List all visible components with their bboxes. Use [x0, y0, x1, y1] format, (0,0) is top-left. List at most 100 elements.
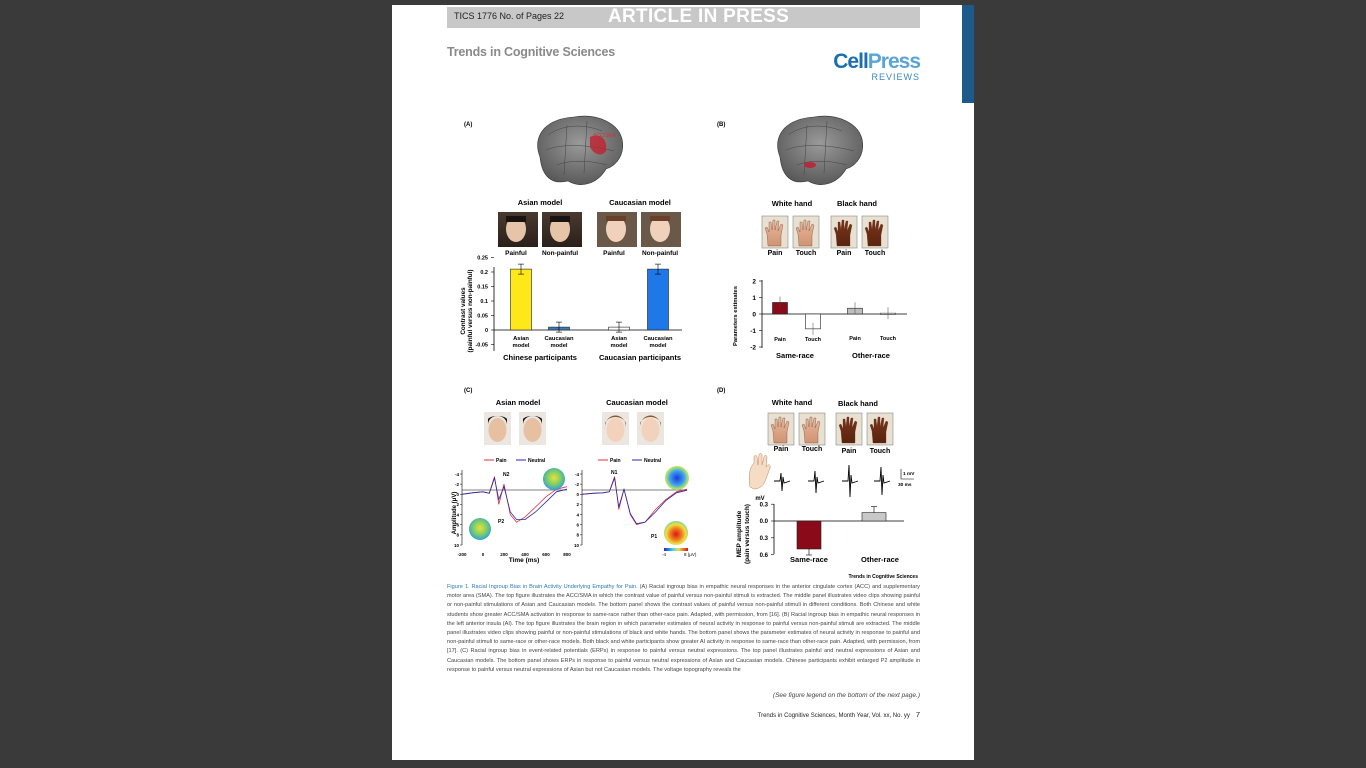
b-hand-hand: [833, 219, 853, 247]
c-erp-line-neutral: [461, 476, 568, 520]
a-xl-cauc-2: Caucasian: [644, 336, 673, 342]
chart-a-tick-label: 0.05: [477, 314, 488, 320]
chart-b-bars: [772, 296, 896, 335]
d-ylabel-2: (pain versus touch): [744, 504, 751, 564]
d-hand-hand: [801, 416, 821, 444]
caption-body: (A) Racial ingroup bias in empathic neur…: [447, 584, 920, 673]
c-xtick-label: 200: [500, 552, 508, 557]
figure-credit: Trends in Cognitive Sciences: [849, 574, 919, 580]
d-unit: mV: [755, 496, 764, 502]
figure-caption: Figure 1. Racial Ingroup Bias in Brain A…: [447, 583, 920, 675]
chart-a-tick-label: 0: [485, 328, 488, 334]
chart-d-tick-label: 0.3: [760, 502, 769, 508]
c-topomap-3: [665, 466, 689, 490]
logo-cell: Cell: [833, 50, 869, 73]
d-mep-traces: [774, 464, 914, 498]
c-ylabel: Amplitude (μV): [452, 492, 458, 535]
c-ytick-label: 10: [574, 543, 580, 548]
journal-title: Trends in Cognitive Sciences: [447, 45, 616, 59]
c-ytick-label: 10: [454, 543, 460, 548]
panel-a: (A) ACC/SMA Asian model Caucasian model …: [460, 115, 682, 362]
c-ytick-label: 8: [456, 533, 459, 538]
c-caucasian-model-title: Caucasian model: [606, 398, 668, 407]
chart-a-ticks: 0.250.20.150.10.050-0.05: [475, 256, 494, 349]
chart-d-ticks: 0.3 0.0 0.3 0.6: [760, 502, 774, 559]
chart-d-bar: [796, 520, 822, 550]
b-pain-2: Pain: [837, 250, 852, 257]
c-ytick-label: -2: [455, 482, 459, 487]
b-pain-1: Pain: [768, 250, 783, 257]
d-ylabel-1: MEP amplitude: [736, 510, 743, 557]
a-painful-1: Painful: [505, 250, 527, 257]
c-xtick-label: 800: [563, 552, 571, 557]
d-mep-trace-2: [808, 470, 825, 494]
chart-d-tick-label: 0.6: [760, 553, 769, 559]
c-ytick-label: 8: [576, 533, 579, 538]
c-legend-left: Pain Neutral: [484, 458, 546, 464]
article-page: TICS 1776 No. of Pages 22 ARTICLE IN PRE…: [392, 5, 974, 760]
b-xl-pain-1: Pain: [774, 337, 786, 343]
c-legend-neutral-2: Neutral: [644, 458, 662, 464]
chart-a-bar: [510, 268, 532, 331]
b-hand-hand: [764, 219, 784, 247]
figure-1: (A) ACC/SMA Asian model Caucasian model …: [452, 115, 918, 580]
c-xlabel: Time (ms): [509, 557, 540, 564]
c-face-photos: [484, 412, 664, 445]
c-colorbar-min: -4: [662, 552, 666, 557]
c-ytick-label: 4: [456, 512, 459, 517]
c-colorbar: [664, 548, 688, 551]
c-ytick-label: 2: [456, 502, 459, 507]
b-touch-2: Touch: [865, 250, 885, 257]
a-group-caucasian: Caucasian participants: [599, 353, 681, 362]
c-legend-neutral-1: Neutral: [528, 458, 546, 464]
c-ytick-label: -2: [575, 482, 579, 487]
d-hand-hand: [869, 416, 889, 444]
chart-d: mV MEP amplitude (pain versus touch) 0.3…: [736, 496, 904, 564]
c-ytick-label: -4: [455, 472, 459, 477]
logo-reviews: REVIEWS: [871, 72, 920, 82]
b-xl-touch-2: Touch: [880, 336, 897, 342]
chart-a-tick-label: 0.25: [477, 256, 488, 262]
d-scale-ms: 30 ms: [898, 482, 912, 488]
c-ytick-label: 2: [576, 502, 579, 507]
chart-b-ticks: 210-1-2: [750, 279, 762, 352]
c-legend-right: Pain Neutral: [598, 458, 662, 464]
d-pain-1: Pain: [774, 446, 789, 453]
chart-b: Parameters estimates 210-1-2 Pain Touch …: [733, 279, 907, 360]
d-same-race: Same-race: [790, 555, 828, 564]
chart-b-ylabel: Parameters estimates: [733, 286, 739, 346]
d-scale-bar: [900, 469, 914, 480]
a-group-chinese: Chinese participants: [503, 353, 577, 362]
chart-a-tick-label: 0.2: [480, 270, 488, 276]
c-ytick-label: 6: [456, 523, 459, 528]
b-hand-frames: [761, 215, 889, 249]
chart-d-bars: [796, 506, 887, 556]
d-mep-trace-4: [874, 466, 891, 496]
c-erp-line-neutral: [581, 476, 688, 525]
b-same-race: Same-race: [776, 351, 814, 360]
c-p1-label: P1: [651, 534, 657, 540]
a-nonpainful-1: Non-painful: [542, 250, 578, 257]
chart-a-tick-label: 0.15: [477, 285, 488, 291]
a-xl-model-1: model: [512, 343, 529, 349]
chart-d-tick-label: 0.3: [760, 536, 769, 542]
d-mep-trace-3: [842, 464, 859, 498]
a-asian-model-title: Asian model: [518, 198, 563, 207]
b-touch-1: Touch: [796, 250, 816, 257]
d-touch-1: Touch: [802, 446, 822, 453]
c-ytick-label: -4: [575, 472, 579, 477]
panel-b-label: (B): [717, 122, 725, 128]
chart-d-tick-label: 0.0: [760, 519, 769, 525]
a-xl-asian-2: Asian: [611, 336, 627, 342]
journal-color-tab: [962, 5, 974, 103]
panel-d: (D) White hand Black hand Pain Touch Pai…: [717, 388, 918, 580]
chart-b-tick-label: -2: [750, 345, 756, 352]
chart-a-ylabel-1: Contrast values: [460, 287, 467, 335]
a-xl-model-3: model: [610, 343, 627, 349]
d-pain-2: Pain: [842, 448, 857, 455]
d-hand-hand: [838, 416, 858, 444]
d-hand-frames: [767, 412, 894, 446]
panel-a-label: (A): [464, 122, 472, 128]
b-hand-hand: [864, 219, 884, 247]
